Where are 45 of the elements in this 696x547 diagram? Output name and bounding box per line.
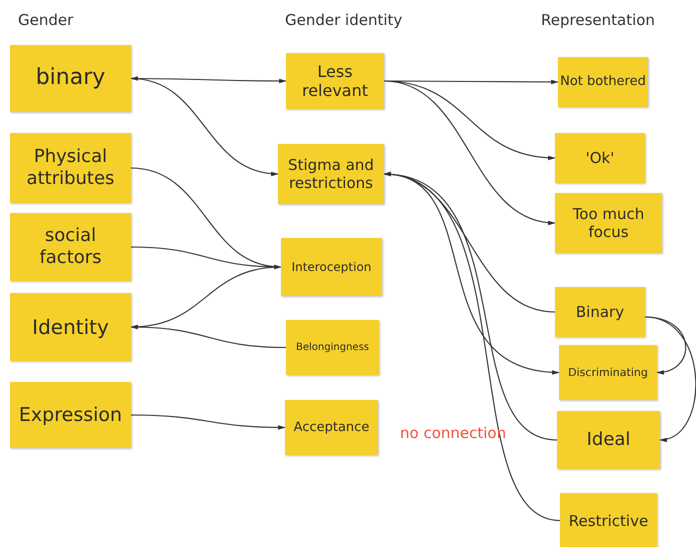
note-text: Identity	[32, 315, 109, 339]
note-text: Ideal	[586, 429, 630, 451]
note-text: Too much focus	[572, 205, 646, 241]
sticky-note	[555, 133, 645, 183]
arrow	[383, 173, 560, 522]
note-text: Not bothered	[560, 74, 646, 90]
sticky-note	[10, 133, 131, 203]
sticky-note	[10, 382, 131, 448]
arrow	[131, 414, 286, 430]
sticky-note	[555, 193, 662, 253]
sticky-note	[560, 493, 657, 547]
arrow	[130, 246, 282, 270]
sticky-note	[281, 238, 382, 296]
sticky-note	[286, 53, 384, 109]
note-text: Stigma and restrictions	[287, 156, 375, 192]
column-header: Gender identity	[285, 11, 402, 29]
arrow	[130, 78, 279, 176]
sticky-note	[286, 320, 379, 375]
note-text: Restrictive	[568, 512, 648, 530]
note-text: binary	[36, 65, 106, 92]
sticky-note	[10, 213, 131, 281]
sticky-note	[558, 57, 648, 107]
column-header: Representation	[541, 11, 655, 29]
arrow	[130, 76, 287, 84]
note-text: Less relevant	[300, 62, 370, 100]
arrow	[644, 316, 696, 441]
note-text: Discriminating	[568, 366, 648, 380]
note-text: social factors	[38, 225, 103, 269]
note-text: Belongingness	[296, 342, 369, 354]
sticky-note	[10, 45, 131, 112]
sticky-note	[285, 400, 378, 455]
note-text: Interoception	[292, 260, 372, 274]
sticky-note	[557, 411, 660, 469]
arrow	[130, 324, 286, 348]
sticky-note	[278, 144, 384, 204]
note-text: Physical attributes	[26, 146, 116, 190]
sticky-note	[555, 287, 645, 337]
sticky-note	[559, 345, 657, 400]
column-header: Gender	[18, 11, 74, 29]
note-text: 'Ok'	[586, 149, 614, 167]
note-text: Acceptance	[294, 420, 370, 436]
note-text: Expression	[18, 404, 122, 426]
sticky-note	[10, 293, 131, 361]
arrow	[384, 80, 556, 224]
note-text: Binary	[576, 303, 624, 321]
